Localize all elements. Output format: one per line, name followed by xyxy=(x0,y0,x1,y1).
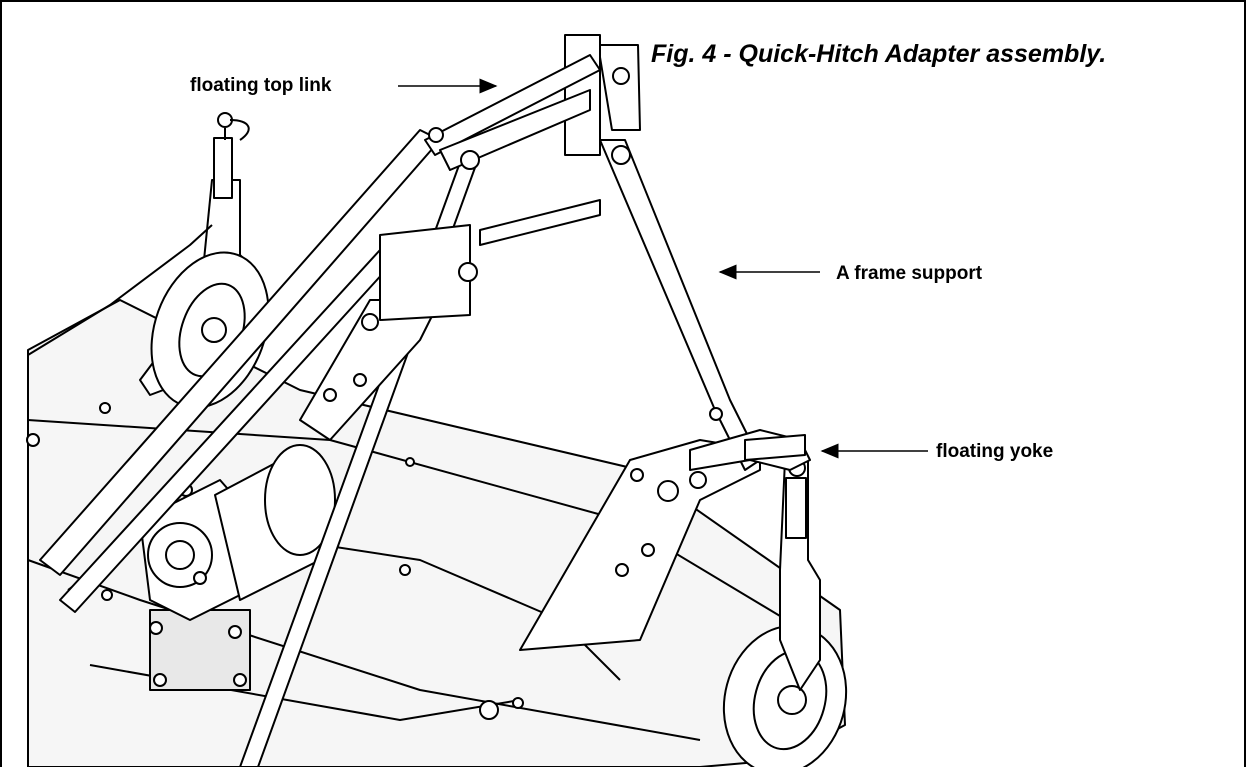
floating-yoke-part xyxy=(689,429,811,471)
right-gauge-wheel xyxy=(722,459,848,767)
a-frame xyxy=(479,34,761,471)
top-link xyxy=(379,54,601,321)
callout-a-frame-support: A frame support xyxy=(836,263,983,284)
figure-caption: Fig. 4 - Quick-Hitch Adapter assembly. xyxy=(651,40,1107,68)
callout-floating-top-link: floating top link xyxy=(190,75,332,96)
lower-hitch-arms xyxy=(39,129,761,767)
gearbox xyxy=(139,444,336,691)
callout-floating-yoke: floating yoke xyxy=(936,441,1054,462)
